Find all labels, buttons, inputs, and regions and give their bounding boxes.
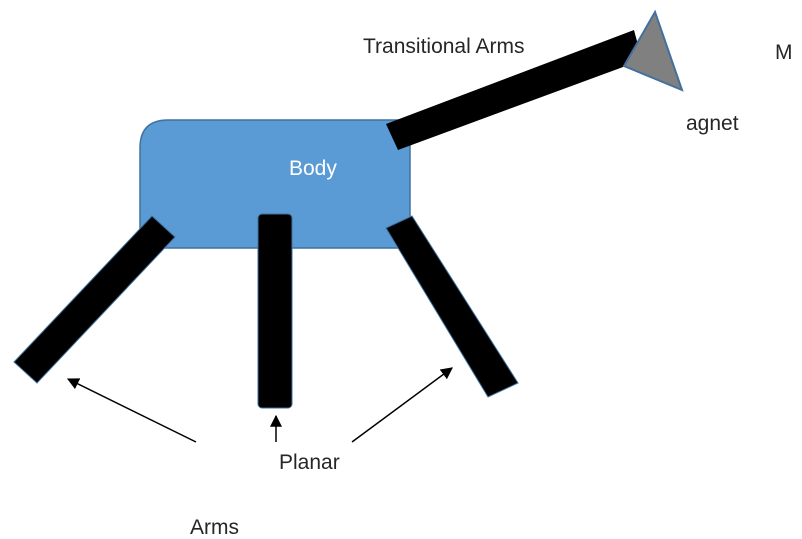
arms-label: Arms	[190, 517, 239, 538]
planar-arm-right	[386, 216, 518, 397]
magnet-label-m: M	[775, 42, 793, 63]
arrow-to-right-arm	[352, 368, 452, 442]
magnet-label-rest: agnet	[686, 113, 739, 134]
magnet-triangle	[624, 12, 682, 90]
arrow-to-left-arm	[68, 379, 196, 442]
planar-label: Planar	[279, 452, 340, 473]
planar-arm-middle	[258, 214, 292, 408]
body-label: Body	[289, 158, 337, 179]
planar-arm-left	[14, 216, 175, 383]
transitional-arms-label: Transitional Arms	[363, 36, 524, 57]
